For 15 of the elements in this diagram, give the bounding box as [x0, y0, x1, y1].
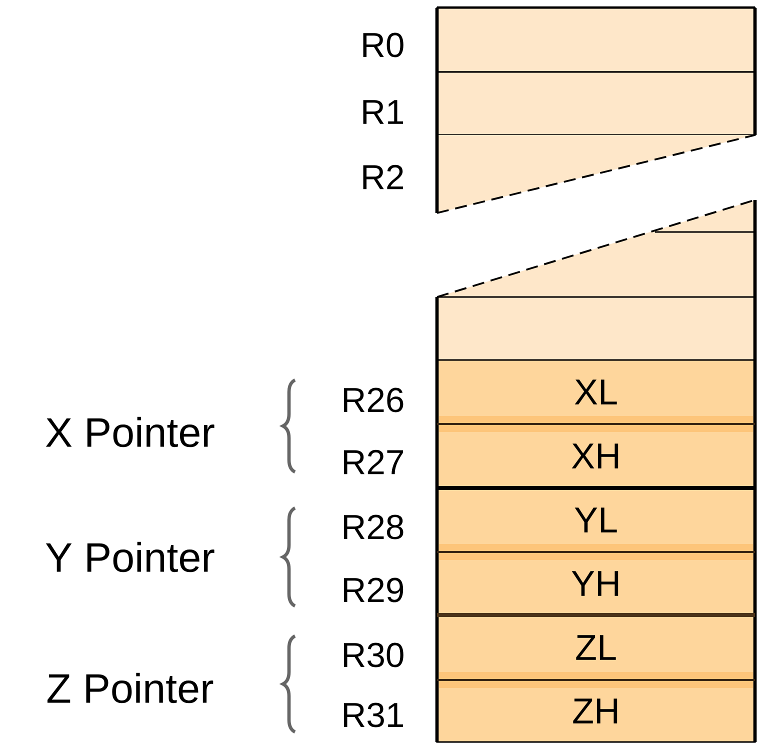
- register-name: R26: [344, 388, 404, 412]
- register-name: R0: [363, 32, 404, 58]
- register-box: [435, 134, 756, 214]
- pointer-label: Z Pointer: [47, 672, 214, 704]
- register-name: R28: [344, 514, 404, 540]
- register-name: R29: [344, 578, 404, 602]
- pointer-label: Y Pointer: [46, 542, 214, 572]
- register-name: R27: [344, 450, 403, 474]
- register-box: [435, 70, 757, 137]
- pointer-label: X Pointer: [46, 416, 214, 448]
- register-name: R31: [344, 702, 404, 728]
- register-name: R2: [363, 164, 403, 190]
- register-box: [435, 6, 757, 74]
- register-name: R1: [363, 100, 404, 124]
- register-name: R30: [344, 642, 404, 668]
